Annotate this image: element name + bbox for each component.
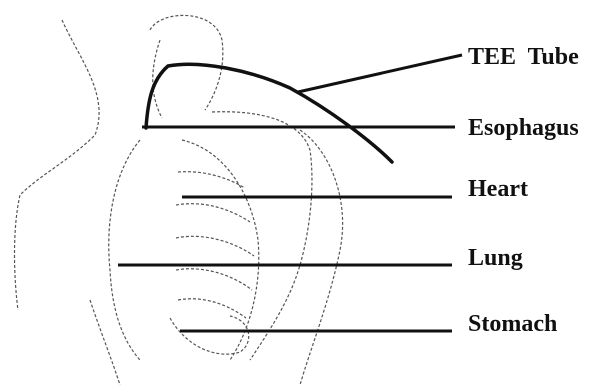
tee-tube-pointer-line — [298, 55, 462, 92]
lung-label: Lung — [468, 246, 523, 270]
stomach-label: Stomach — [468, 312, 557, 336]
heart-label: Heart — [468, 177, 528, 201]
tee-tube-label: TEE Tube — [468, 45, 579, 69]
esophagus-label: Esophagus — [468, 116, 579, 140]
